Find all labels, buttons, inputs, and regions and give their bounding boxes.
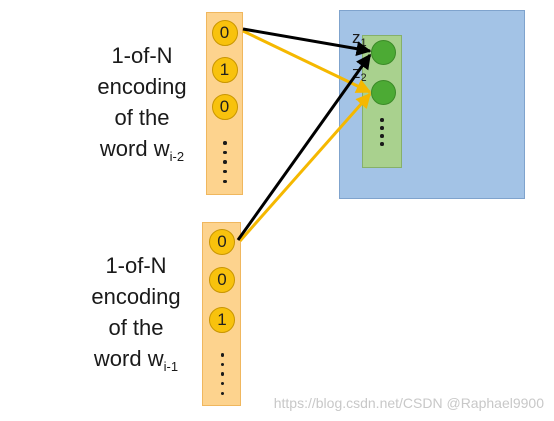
word-i-1-label: 1-of-N encoding of the word wi-1: [86, 250, 186, 377]
label-subscript: i-1: [163, 359, 179, 374]
label-line: of the: [108, 315, 164, 340]
word-i-2-label: 1-of-N encoding of the word wi-2: [92, 40, 192, 167]
label-line: of the: [114, 105, 170, 130]
neuron-z2: [371, 80, 396, 105]
bit-cell: 1: [209, 307, 235, 333]
z-base: z: [352, 28, 361, 47]
ellipsis-vertical: [380, 118, 384, 146]
arrow-i1-to-z2: [238, 92, 372, 242]
label-line: word wi-2: [92, 133, 192, 167]
label-line: word wi-1: [86, 343, 186, 377]
bit-cell: 0: [211, 20, 238, 46]
label-line: 1-of-N: [111, 43, 173, 68]
z-subscript: 2: [360, 72, 367, 84]
label-line: encoding: [97, 74, 187, 99]
label-word: word w: [99, 136, 170, 161]
bit-cell: 0: [209, 229, 235, 255]
ellipsis-vertical: [220, 353, 225, 395]
encoding-column-i-1: 0 0 1: [202, 222, 241, 406]
bit-cell: 0: [211, 94, 238, 120]
arrow-i2-to-z2: [242, 29, 372, 94]
neuron-z1: [371, 40, 396, 65]
label-subscript: i-2: [169, 149, 185, 164]
label-word: word w: [93, 346, 164, 371]
watermark: https://blog.csdn.net/CSDN @Raphael9900: [273, 395, 544, 411]
bit-cell: 1: [211, 57, 238, 83]
arrow-i1-to-z1: [236, 53, 372, 241]
bit-cell: 0: [209, 267, 235, 293]
ellipsis-vertical: [223, 141, 227, 183]
label-line: 1-of-N: [105, 253, 167, 278]
arrow-i2-to-z1: [242, 27, 372, 57]
encoding-column-i-2: 0 1 0: [206, 12, 243, 195]
label-line: encoding: [91, 284, 181, 309]
